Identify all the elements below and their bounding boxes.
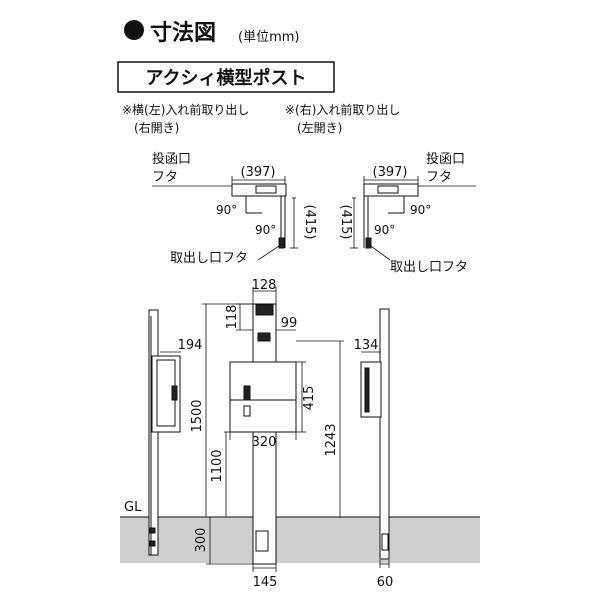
- top-right-slot-label-1: 投函口: [426, 151, 465, 167]
- post-fitting: [257, 332, 271, 342]
- front-box-width: 320: [252, 435, 277, 450]
- top-left-angle-2: 90°: [255, 223, 276, 237]
- front-box-height: 415: [302, 386, 317, 411]
- top-view-left: 投函口 フタ (397) 90° 90° (415) 取出し口フタ: [152, 151, 317, 266]
- product-name-box: [117, 61, 335, 93]
- drawing-title: 寸法図: [150, 21, 216, 46]
- front-top-height: 118: [225, 305, 240, 330]
- top-left-slot-label-1: 投函口: [152, 151, 191, 167]
- front-embed-depth: 300: [194, 528, 209, 553]
- slot-flap: [255, 185, 277, 194]
- right-box-width: 134: [354, 338, 379, 353]
- takeout-leader-line: [367, 243, 391, 261]
- post-cap: [255, 304, 274, 316]
- front-elevation: 128 118 99 1500 1100 415 1243 320 3: [190, 278, 344, 590]
- variant-left-line2: (右開き): [134, 120, 179, 135]
- front-post-width: 145: [253, 575, 278, 590]
- gl-label: GL: [124, 500, 142, 515]
- front-total-height: 1500: [190, 399, 205, 432]
- takeout-leader-line: [257, 243, 283, 261]
- top-right-angle-2: 90°: [374, 223, 395, 237]
- top-right-width: (397): [373, 165, 408, 180]
- left-box-width: 194: [178, 338, 203, 353]
- top-left-slot-label-2: フタ: [152, 170, 178, 185]
- right-side-elevation: 134 60: [354, 308, 394, 590]
- front-mailbox: [229, 361, 297, 433]
- top-left-width: (397): [241, 165, 276, 180]
- front-handle: [243, 385, 251, 401]
- front-upper-gap: 99: [281, 316, 298, 331]
- left-hinge: [171, 385, 178, 401]
- takeout-flap-hinge: [278, 237, 285, 249]
- front-box-top-height: 1243: [324, 423, 339, 456]
- top-view-right: 投函口 フタ (397) 90° 90° (415) 取出し口フタ: [338, 151, 476, 275]
- top-left-depth: (415): [302, 205, 317, 240]
- right-mailbox-side: [360, 361, 382, 418]
- top-left-takeout-label: 取出し口フタ: [170, 251, 248, 266]
- right-anchor: [381, 533, 389, 551]
- post-anchor: [255, 530, 269, 552]
- right-post-width: 60: [377, 575, 394, 590]
- takeout-flap-hinge: [365, 237, 372, 249]
- front-top-width: 128: [252, 278, 277, 293]
- variant-left-line1: ※横(左)入れ前取り出し: [122, 102, 249, 117]
- top-right-depth: (415): [338, 205, 353, 240]
- top-right-angle-1: 90°: [410, 203, 431, 217]
- variant-right-line2: (左開き): [297, 120, 342, 135]
- variant-right-line1: ※(右)入れ前取り出し: [285, 102, 400, 117]
- top-right-slot-label-2: フタ: [426, 170, 452, 185]
- bullet-icon: [124, 20, 144, 40]
- slot-flap: [377, 185, 399, 194]
- unit-label: (単位mm): [238, 29, 299, 45]
- left-side-elevation: 194: [148, 309, 203, 556]
- front-box-bottom-height: 1100: [210, 449, 225, 482]
- front-post: [252, 303, 277, 565]
- top-right-takeout-label: 取出し口フタ: [390, 260, 468, 275]
- product-name: アクシィ横型ポスト: [145, 67, 306, 89]
- right-post: [379, 308, 390, 560]
- ground-band: [120, 517, 480, 563]
- top-left-angle-1: 90°: [216, 203, 237, 217]
